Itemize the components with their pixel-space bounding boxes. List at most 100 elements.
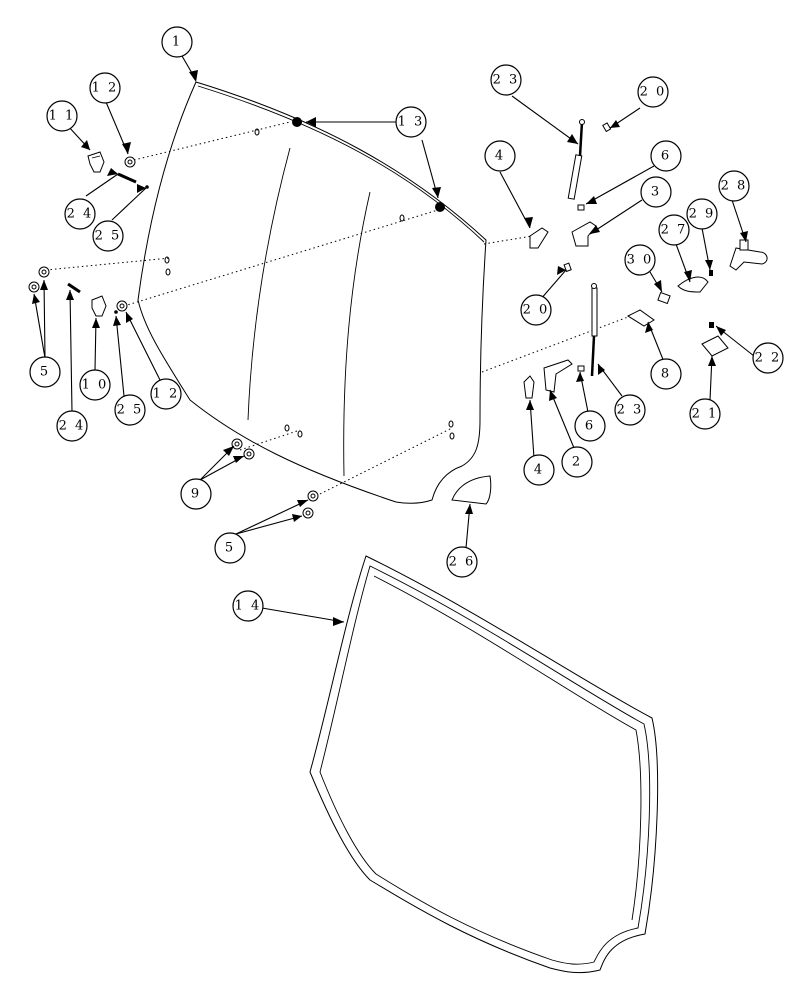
svg-text:1 2: 1 2 (92, 81, 119, 96)
callout-21: 2 1 (689, 398, 721, 430)
svg-text:4: 4 (495, 149, 505, 164)
svg-text:9: 9 (191, 487, 201, 502)
callout-4-upper: 4 (484, 140, 516, 172)
callout-5-left: 5 (29, 356, 61, 388)
svg-text:1 0: 1 0 (82, 378, 109, 393)
ball-lower (114, 310, 118, 314)
callout-24-upper: 2 4 (64, 198, 96, 230)
block-30 (657, 291, 671, 305)
svg-text:2 6: 2 6 (449, 555, 476, 570)
callout-20-lower: 2 0 (520, 294, 552, 326)
callout-23-upper: 2 3 (490, 64, 522, 96)
windshield-glass (137, 81, 487, 504)
svg-text:2 3: 2 3 (617, 403, 644, 418)
svg-text:1 4: 1 4 (235, 599, 262, 614)
callout-26: 2 6 (446, 546, 478, 578)
pin-20-lower (563, 262, 572, 273)
nut-5a (307, 490, 319, 502)
plate-4-upper (529, 227, 549, 249)
plate-4-lower (523, 375, 535, 399)
callout-24-lower: 2 4 (56, 410, 88, 442)
callout-28: 2 8 (718, 170, 750, 202)
nut-5b (302, 507, 314, 519)
washer-upper (124, 156, 136, 168)
clip-lower (91, 295, 107, 317)
nut-left-1 (38, 266, 50, 278)
catch-21 (701, 335, 729, 357)
callout-6-lower: 6 (574, 410, 606, 442)
callout-29: 2 9 (686, 198, 718, 230)
svg-text:2 3: 2 3 (493, 73, 520, 88)
callout-14: 1 4 (232, 590, 264, 622)
svg-text:2 4: 2 4 (59, 419, 86, 434)
pin-upper (117, 172, 137, 184)
svg-text:1 3: 1 3 (398, 115, 425, 130)
svg-text:4: 4 (534, 463, 544, 478)
callout-4-lower: 4 (523, 454, 555, 486)
plug-lower (435, 202, 445, 212)
svg-text:2 0: 2 0 (640, 85, 667, 100)
pin-20-upper (602, 122, 612, 133)
glass-seal (309, 555, 659, 974)
gas-strut-upper (567, 119, 585, 200)
callout-10: 1 0 (79, 369, 111, 401)
callout-20-upper: 2 0 (637, 76, 669, 108)
svg-text:6: 6 (661, 149, 671, 164)
callout-12-upper: 1 2 (89, 72, 121, 104)
washer-lower (116, 300, 128, 312)
screw-29 (709, 270, 713, 276)
svg-text:2 0: 2 0 (523, 303, 550, 318)
svg-text:2: 2 (572, 455, 582, 470)
callout-22: 2 2 (752, 342, 784, 374)
svg-text:3 0: 3 0 (627, 253, 654, 268)
clip-upper (87, 151, 105, 173)
svg-text:2 4: 2 4 (67, 207, 94, 222)
callout-23-lower: 2 3 (614, 394, 646, 426)
nut-left-2 (28, 281, 40, 293)
alignment-lines (45, 121, 637, 497)
callout-6-upper: 6 (650, 140, 682, 172)
svg-text:5: 5 (40, 365, 50, 380)
pin-lower (67, 282, 81, 294)
plate-8 (626, 309, 655, 327)
svg-text:2 5: 2 5 (95, 229, 122, 244)
svg-text:5: 5 (225, 541, 235, 556)
corner-pad (451, 475, 492, 505)
svg-text:2 1: 2 1 (692, 407, 719, 422)
callout-12-lower: 1 2 (150, 378, 182, 410)
ball-upper (145, 185, 149, 189)
gas-strut-lower (590, 283, 598, 377)
svg-text:2 9: 2 9 (689, 207, 716, 222)
handle-27 (677, 276, 709, 293)
callout-9: 9 (180, 478, 212, 510)
bracket-2 (543, 359, 573, 393)
callout-2: 2 (561, 446, 593, 478)
plug-upper (292, 117, 302, 127)
bracket-3 (571, 221, 597, 247)
screw-22 (709, 322, 714, 328)
arrowheads (32, 70, 748, 626)
svg-text:2 7: 2 7 (661, 223, 688, 238)
svg-text:2 8: 2 8 (721, 179, 748, 194)
svg-text:1 2: 1 2 (153, 387, 180, 402)
nut-9b (243, 448, 255, 460)
callout-8: 8 (650, 358, 682, 390)
svg-text:1 1: 1 1 (49, 109, 76, 124)
callout-13: 1 3 (395, 106, 427, 138)
callout-3: 3 (640, 176, 672, 208)
glass-holes (164, 128, 455, 440)
svg-text:6: 6 (585, 419, 595, 434)
svg-text:8: 8 (661, 367, 671, 382)
callout-25-lower: 2 5 (114, 394, 146, 426)
svg-text:2 2: 2 2 (755, 351, 782, 366)
callout-11: 1 1 (46, 100, 78, 132)
svg-text:1: 1 (172, 35, 182, 50)
leader-lines (33, 55, 755, 623)
nut-9a (231, 438, 243, 450)
svg-text:3: 3 (651, 185, 661, 200)
spacer-6-upper (577, 204, 585, 211)
callout-27: 2 7 (658, 214, 690, 246)
spacer-6-lower (577, 365, 585, 372)
callout-5-lower: 5 (214, 532, 246, 564)
